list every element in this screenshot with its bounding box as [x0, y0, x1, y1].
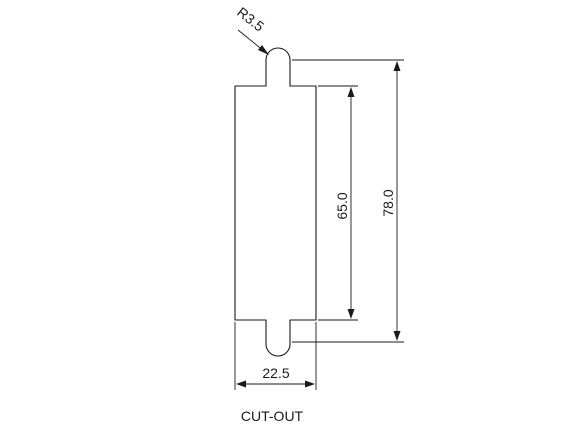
cutout-caption: CUT-OUT [241, 408, 304, 424]
overall-height-dimension: 78.0 [292, 59, 404, 343]
width-dimension: 22.5 [234, 322, 317, 390]
radius-label: R3.5 [234, 4, 267, 35]
inner-height-arrow-top [347, 87, 355, 97]
overall-height-arrow-top [393, 61, 401, 71]
inner-height-arrow-bottom [347, 309, 355, 319]
overall-height-arrow-bottom [393, 331, 401, 341]
width-arrow-left [236, 380, 246, 388]
radius-dimension: R3.5 [234, 4, 269, 55]
radius-leader-line [237, 29, 265, 52]
width-label: 22.5 [262, 365, 289, 381]
inner-height-dimension: 65.0 [318, 85, 358, 321]
radius-leader-arrow [258, 45, 269, 55]
width-arrow-right [305, 380, 315, 388]
cutout-outline [234, 47, 317, 357]
inner-height-label: 65.0 [334, 192, 350, 219]
overall-height-label: 78.0 [380, 189, 396, 216]
